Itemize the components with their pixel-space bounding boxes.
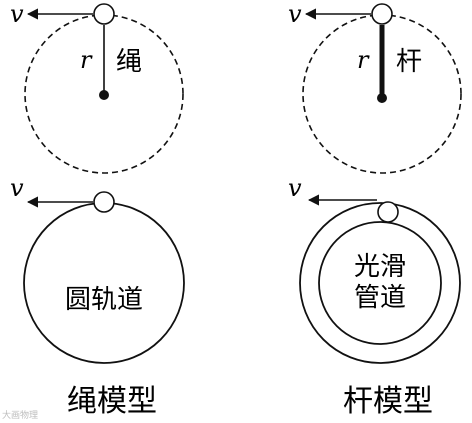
rod-link-label: 杆 (396, 47, 422, 77)
tube-label-line2: 管道 (354, 283, 406, 313)
watermark: 大画物理 (2, 409, 38, 421)
rope-model-top-diagram: v r 绳 (10, 0, 184, 174)
tube-ball (377, 201, 399, 223)
rod-model-caption: 杆模型 (343, 384, 433, 419)
tube-velocity-label: v (288, 174, 302, 202)
rod-model-top-diagram: v r 杆 (288, 0, 462, 174)
tube-inner-wall (318, 221, 442, 345)
tube-label-line1: 光滑 (354, 252, 406, 282)
rope-velocity-label: v (10, 0, 24, 28)
track-ball (93, 191, 115, 213)
circular-track (23, 202, 185, 364)
rope-link-label: 绳 (116, 47, 142, 77)
rod-pivot-dot (377, 93, 387, 103)
rod-ball (371, 3, 393, 25)
tube-outer-wall (299, 202, 461, 364)
rod-velocity-label: v (288, 0, 302, 28)
circular-track-diagram: v 圆轨道 (10, 174, 185, 364)
smooth-tube-diagram: v 光滑 管道 (288, 174, 461, 364)
rope-pivot-dot (99, 90, 109, 100)
circular-track-label: 圆轨道 (65, 285, 143, 315)
rope-ball (93, 3, 115, 25)
rod-radius-label: r (357, 46, 370, 74)
rope-model-caption: 绳模型 (67, 384, 157, 419)
track-velocity-label: v (10, 174, 24, 202)
rope-radius-label: r (80, 46, 93, 74)
